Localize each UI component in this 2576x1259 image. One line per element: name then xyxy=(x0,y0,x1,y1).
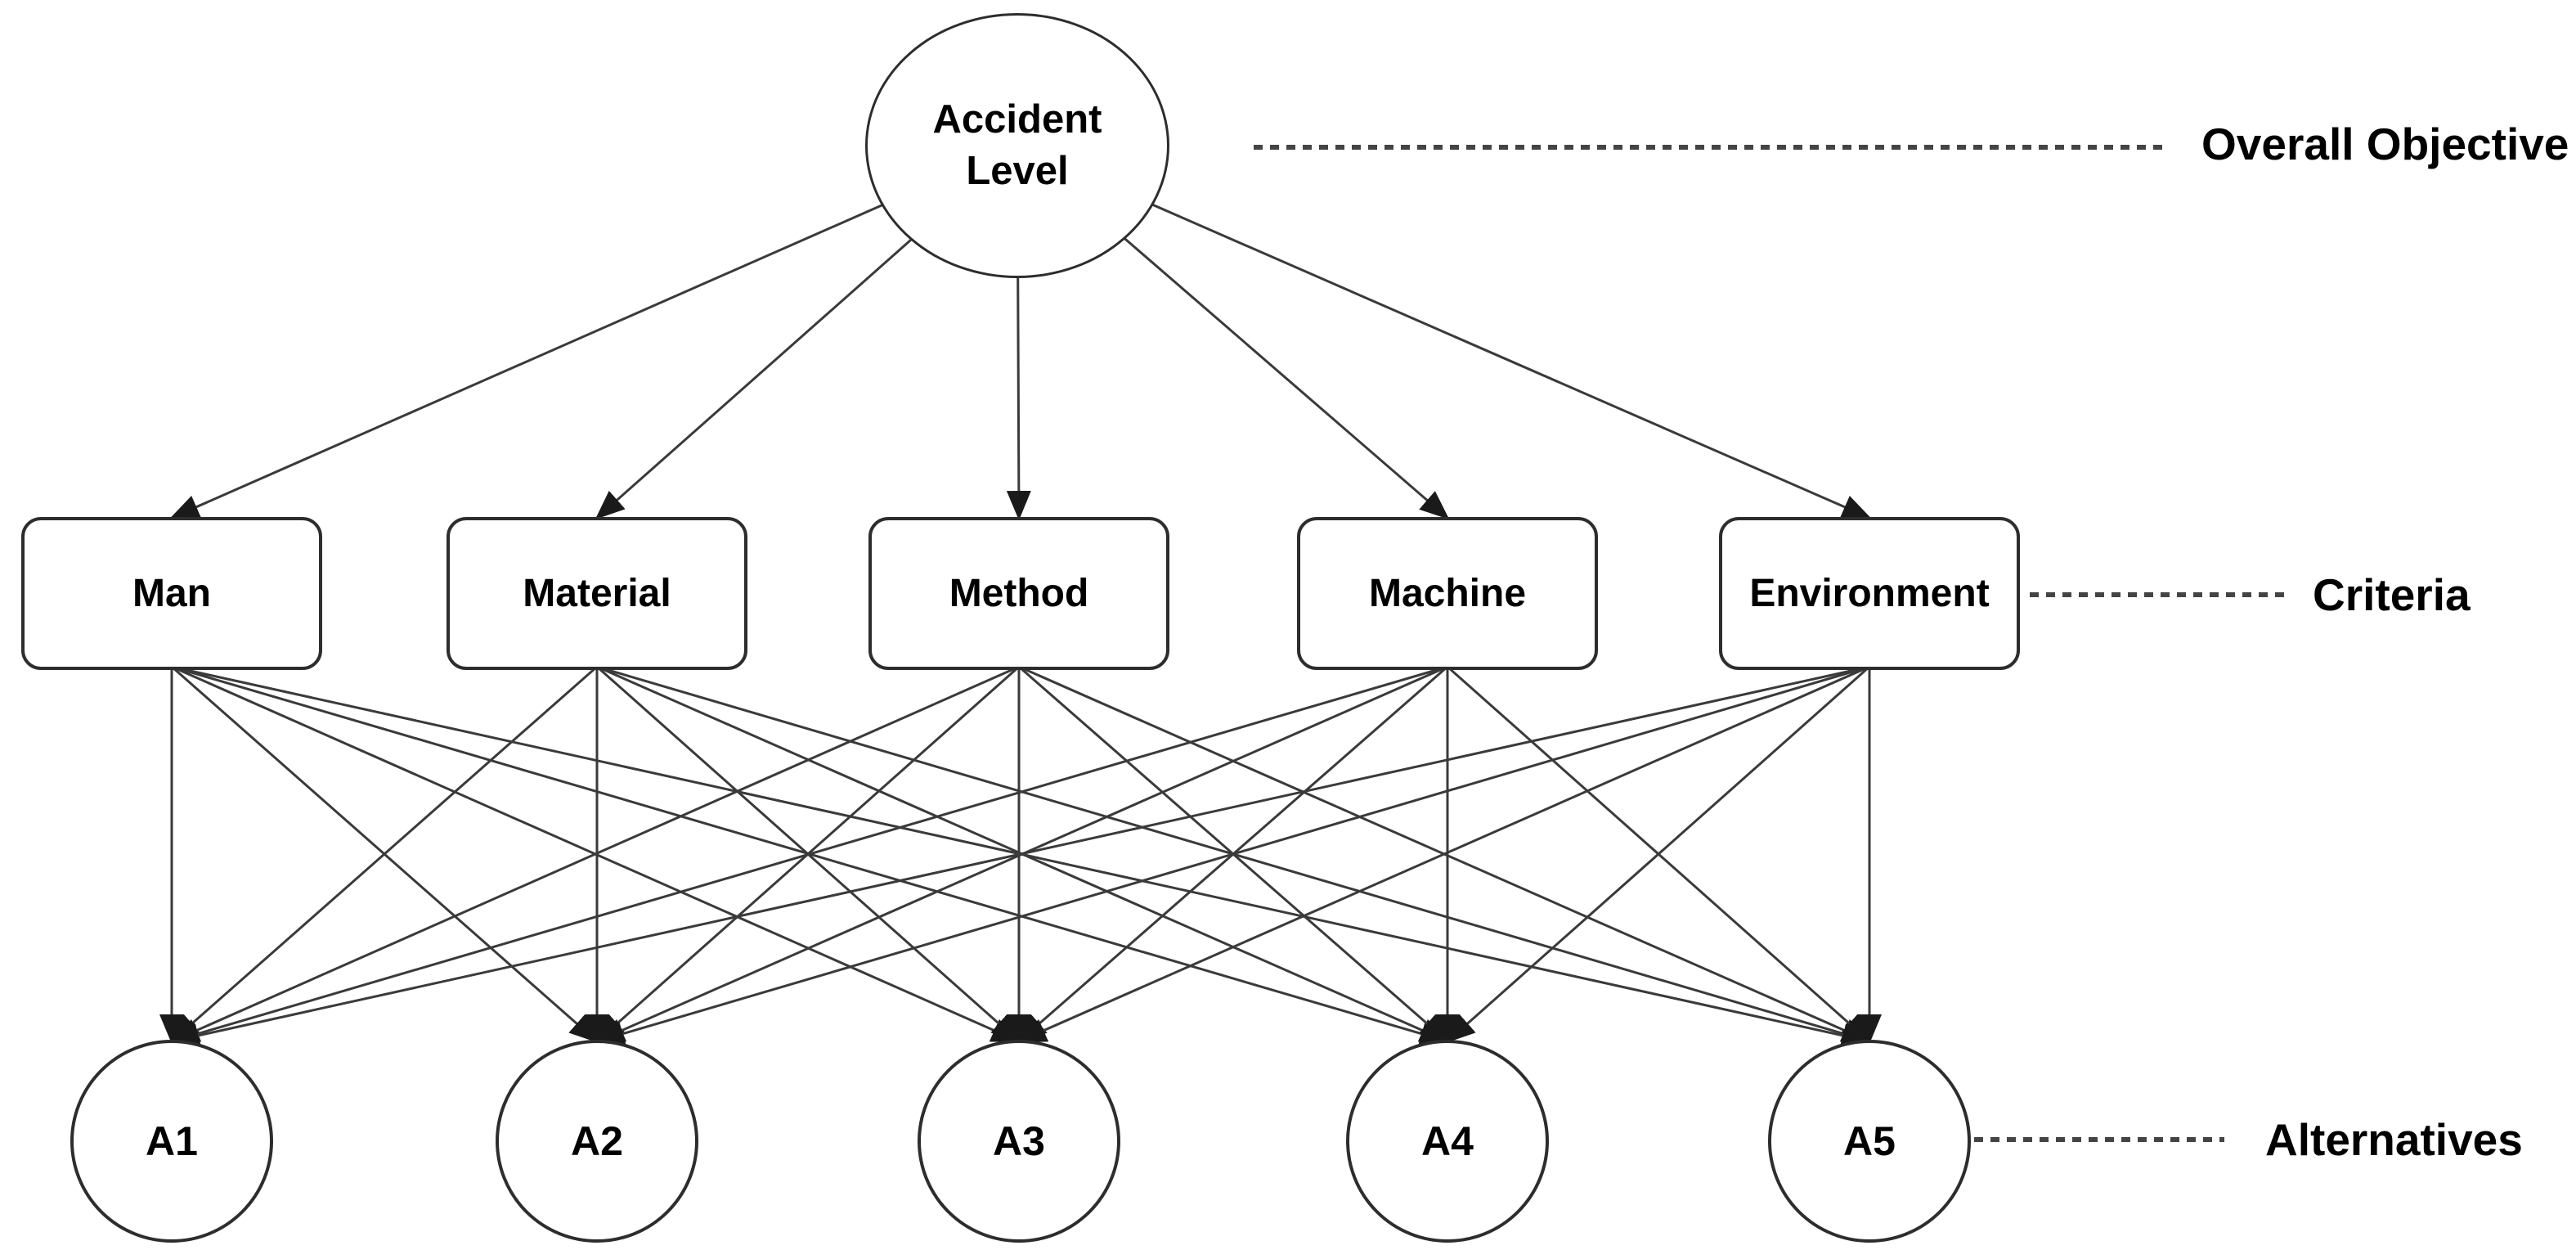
alternative-node-a5: A5 xyxy=(1768,1040,1971,1243)
criteria-to-alternatives-arrows xyxy=(159,665,1882,1048)
level-label-criteria: Criteria xyxy=(2313,569,2471,620)
alternative-label-a1: A1 xyxy=(146,1118,198,1164)
criterion-node-environment: Environment xyxy=(1719,517,2020,670)
level-label-overall-objective: Overall Objective xyxy=(2201,119,2569,169)
criterion-label-method: Method xyxy=(949,572,1089,615)
alternative-node-a1: A1 xyxy=(70,1040,273,1243)
criterion-node-method: Method xyxy=(868,517,1169,670)
alternative-label-a5: A5 xyxy=(1843,1118,1896,1164)
alternative-node-a4: A4 xyxy=(1346,1040,1549,1243)
criterion-node-material: Material xyxy=(447,517,747,670)
edge-arrow xyxy=(1016,144,1872,519)
goal-node-accident-level: Accident Level xyxy=(865,13,1169,278)
edge-arrow xyxy=(1445,665,1870,1043)
criterion-label-man: Man xyxy=(132,572,211,615)
alternative-label-a3: A3 xyxy=(993,1118,1045,1164)
criterion-node-machine: Machine xyxy=(1297,517,1598,670)
goal-label: Accident Level xyxy=(932,97,1102,193)
edge-arrow xyxy=(169,144,1018,519)
alternative-label-a2: A2 xyxy=(571,1118,623,1164)
edge-arrow xyxy=(169,665,598,1043)
alternative-label-a4: A4 xyxy=(1421,1118,1474,1164)
alternative-node-a3: A3 xyxy=(918,1040,1120,1243)
criterion-label-machine: Machine xyxy=(1368,572,1527,615)
edge-arrow xyxy=(169,665,1448,1046)
edge-arrow xyxy=(595,665,1870,1046)
edge-arrow xyxy=(1016,665,1870,1043)
criterion-label-environment: Environment xyxy=(1749,572,1990,615)
edge-arrow xyxy=(169,665,1020,1043)
alternative-node-a2: A2 xyxy=(496,1040,698,1243)
level-label-alternatives: Alternatives xyxy=(2265,1114,2523,1165)
edge-arrow xyxy=(169,665,1870,1048)
criterion-label-material: Material xyxy=(523,572,671,615)
criterion-node-man: Man xyxy=(21,517,322,670)
